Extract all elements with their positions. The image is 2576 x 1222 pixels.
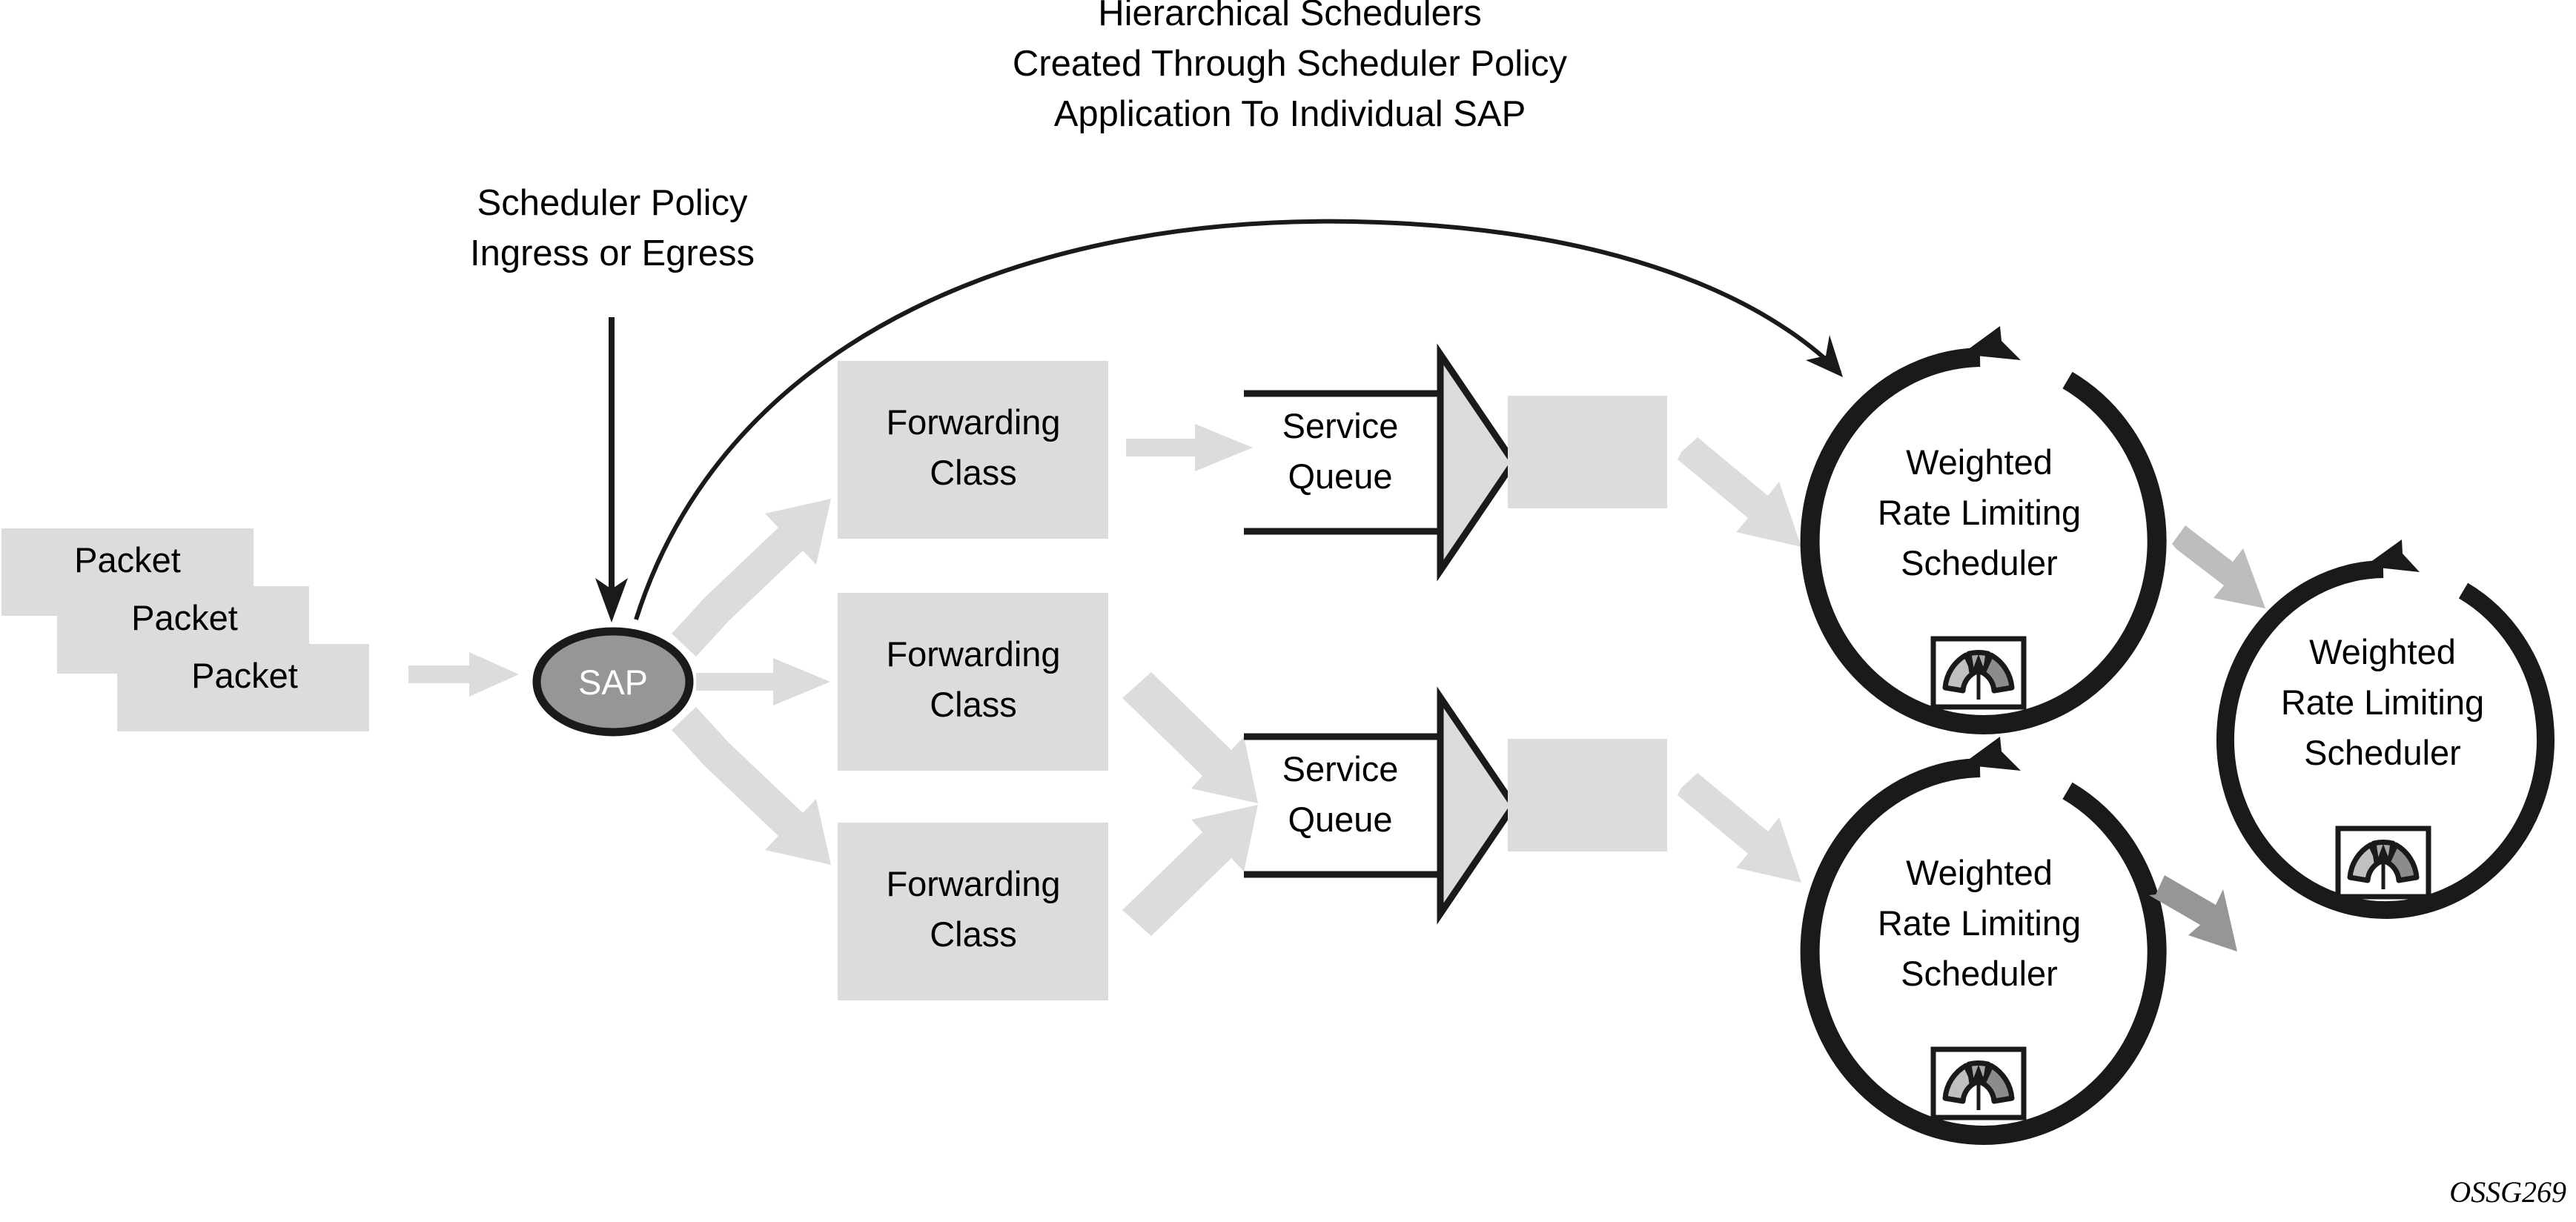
annotation-line-2: Created Through Scheduler Policy: [1013, 44, 1568, 84]
packet-label-2: Packet: [131, 598, 238, 637]
annotation-hierarchical-schedulers: Hierarchical Schedulers Created Through …: [1013, 0, 1568, 134]
annotation-line-1: Hierarchical Schedulers: [1098, 0, 1481, 33]
forwarding-class-3[interactable]: Forwarding Class: [838, 823, 1108, 1000]
scheduler-2[interactable]: Weighted Rate Limiting Scheduler: [1800, 737, 2167, 1145]
forwarding-class-2[interactable]: Forwarding Class: [838, 593, 1108, 771]
packet-rect-3: [117, 644, 369, 731]
scheduler-2-line-2: Rate Limiting: [1878, 903, 2081, 943]
forwarding-class-1[interactable]: Forwarding Class: [838, 361, 1108, 539]
forwarding-class-3-line-1: Forwarding: [886, 864, 1060, 903]
forwarding-class-box-2: [838, 593, 1108, 771]
diagram-credit: OSSG269: [2449, 1175, 2566, 1209]
scheduler-3-cycle-arc: [2216, 560, 2555, 919]
curved-connector-sap-to-scheduler: [634, 219, 1843, 620]
scheduler-policy-line-1: Scheduler Policy: [477, 183, 748, 223]
arrows-forwarding-class-to-queue: [1122, 424, 1258, 936]
queue-output-block-2: [1508, 739, 1667, 851]
service-queue-2[interactable]: Service Queue: [1244, 686, 1518, 925]
gauge-icon: [1930, 1046, 2027, 1120]
scheduler-1-cycle-arc: [1800, 348, 2167, 734]
sap-label: SAP: [578, 663, 648, 702]
queue-output-block-1: [1508, 396, 1667, 508]
scheduler-2-line-1: Weighted: [1906, 853, 2053, 892]
scheduler-1-line-3: Scheduler: [1901, 543, 2058, 582]
scheduler-1-cycle-arrowhead: [1961, 326, 2021, 360]
forwarding-class-3-line-2: Class: [930, 914, 1017, 954]
service-queue-1-arrowhead: [1437, 343, 1518, 582]
arrows-queue-output-to-scheduler: [1678, 437, 1801, 883]
service-queue-1-line-2: Queue: [1288, 456, 1392, 496]
scheduler-3-cycle-arrowhead: [2365, 539, 2420, 572]
scheduler-3-line-1: Weighted: [2309, 632, 2456, 671]
scheduler-1-line-1: Weighted: [1906, 442, 2053, 482]
forwarding-class-1-line-1: Forwarding: [886, 402, 1060, 442]
scheduler-1-line-2: Rate Limiting: [1878, 493, 2081, 532]
sap-node[interactable]: SAP: [532, 627, 694, 737]
scheduler-3-line-3: Scheduler: [2304, 733, 2461, 772]
forwarding-class-box-1: [838, 361, 1108, 539]
service-queue-2-line-1: Service: [1282, 749, 1399, 788]
service-queue-1-line-1: Service: [1282, 406, 1399, 445]
service-queue-2-line-2: Queue: [1288, 800, 1392, 839]
annotation-scheduler-policy: Scheduler Policy Ingress or Egress: [470, 183, 755, 273]
annotation-line-3: Application To Individual SAP: [1054, 94, 1526, 134]
scheduler-3[interactable]: Weighted Rate Limiting Scheduler: [2216, 539, 2555, 919]
gauge-icon: [1930, 636, 2027, 710]
forwarding-class-2-line-2: Class: [930, 685, 1017, 724]
forwarding-class-2-line-1: Forwarding: [886, 634, 1060, 674]
scheduler-policy-line-2: Ingress or Egress: [470, 233, 755, 273]
gauge-icon: [2335, 826, 2431, 900]
scheduler-2-cycle-arrowhead: [1961, 737, 2021, 771]
scheduler-1[interactable]: Weighted Rate Limiting Scheduler: [1800, 326, 2167, 734]
arrow-packets-to-sap: [408, 652, 519, 697]
scheduler-3-line-2: Rate Limiting: [2281, 683, 2484, 722]
scheduler-2-line-3: Scheduler: [1901, 954, 2058, 993]
arrows-sap-to-forwarding-classes: [672, 499, 831, 865]
forwarding-class-box-3: [838, 823, 1108, 1000]
scheduler-2-cycle-arc: [1800, 758, 2167, 1145]
arrow-scheduler2-to-scheduler3: [2149, 875, 2237, 952]
arrow-policy-to-sap: [595, 317, 628, 622]
packet-label-3: Packet: [191, 656, 298, 695]
arrow-scheduler1-to-scheduler3: [2172, 525, 2265, 608]
service-queue-1[interactable]: Service Queue: [1244, 343, 1518, 582]
service-queue-2-arrowhead: [1437, 686, 1518, 925]
packet-stack: Packet Packet Packet: [1, 528, 369, 731]
sap-ellipse: [532, 627, 694, 737]
forwarding-class-1-line-2: Class: [930, 453, 1017, 492]
packet-label-1: Packet: [74, 540, 181, 580]
